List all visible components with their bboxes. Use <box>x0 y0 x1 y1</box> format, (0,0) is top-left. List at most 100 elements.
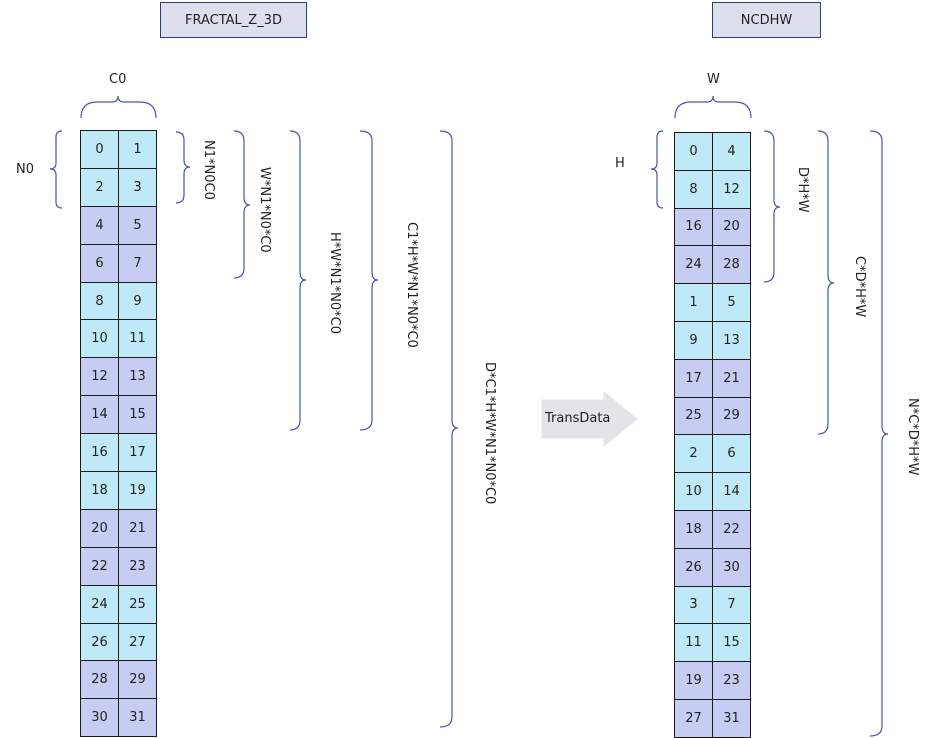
ncdhw-cell: 30 <box>712 547 751 587</box>
ncdhw-title: NCDHW <box>712 2 821 38</box>
fractal-z-3d-cell: 17 <box>118 433 157 473</box>
ncdhw-cell: 28 <box>712 245 751 285</box>
fractal-z-3d-cell: 13 <box>118 357 157 397</box>
bracket-ncdhw <box>869 130 889 737</box>
fractal-z-3d-cell: 23 <box>118 546 157 586</box>
ncdhw-cell: 29 <box>712 396 751 436</box>
c0-top-brace <box>80 95 157 119</box>
ncdhw-cell: 0 <box>674 132 713 171</box>
fractal-z-3d-cell: 18 <box>80 471 119 510</box>
ncdhw-cell: 15 <box>712 623 751 663</box>
fractal-z-3d-cell: 9 <box>118 281 157 321</box>
w-label: W <box>707 72 720 87</box>
ncdhw-cell: 13 <box>712 320 751 360</box>
fractal-z-3d-cell: 26 <box>80 622 119 662</box>
fractal-z-3d-cell: 4 <box>80 205 119 245</box>
ncdhw-cell: 27 <box>674 698 713 738</box>
bracket-wn1n0c0 <box>233 130 251 279</box>
ncdhw-cell: 6 <box>712 434 751 474</box>
fractal-z-3d-cell: 19 <box>118 471 157 510</box>
h-label: H <box>615 156 625 171</box>
bracket-n1n0c0 <box>175 131 191 204</box>
fractal-z-3d-cell: 10 <box>80 319 119 359</box>
fractal-z-3d-cell: 12 <box>80 357 119 397</box>
label-c1hwn1n0c0: C1*H*W*N1*N0*C0 <box>404 222 419 348</box>
ncdhw-cell: 20 <box>712 207 751 247</box>
fractal-z-3d-cell: 27 <box>118 622 157 662</box>
label-n1n0c0: N1*N0C0 <box>201 140 216 200</box>
bracket-hwn1n0c0 <box>289 130 307 431</box>
transdata-arrow <box>541 390 638 448</box>
fractal-z-3d-cell: 11 <box>118 319 157 359</box>
bracket-dhw <box>763 130 781 283</box>
ncdhw-cell: 10 <box>674 472 713 511</box>
ncdhw-cell: 5 <box>712 283 751 322</box>
ncdhw-cell: 1 <box>674 283 713 322</box>
fractal-z-3d-cell: 20 <box>80 508 119 548</box>
ncdhw-cell: 4 <box>712 132 751 171</box>
fractal-z-3d-cell: 8 <box>80 281 119 321</box>
ncdhw-cell: 25 <box>674 396 713 436</box>
fractal-z-3d-cell: 25 <box>118 584 157 624</box>
n0-side-brace <box>49 130 63 209</box>
n0-label: N0 <box>16 162 34 177</box>
ncdhw-cell: 12 <box>712 169 751 209</box>
fractal-z-3d-title: FRACTAL_Z_3D <box>160 2 307 38</box>
c0-label: C0 <box>109 72 127 87</box>
ncdhw-cell: 9 <box>674 320 713 360</box>
fractal-z-3d-cell: 0 <box>80 130 119 169</box>
fractal-z-3d-cell: 29 <box>118 660 157 700</box>
fractal-z-3d-cell: 2 <box>80 167 119 207</box>
ncdhw-cell: 23 <box>712 661 751 700</box>
ncdhw-cell: 3 <box>674 585 713 625</box>
fractal-z-3d-cell: 1 <box>118 130 157 169</box>
fractal-z-3d-cell: 31 <box>118 698 157 738</box>
ncdhw-cell: 17 <box>674 358 713 398</box>
ncdhw-cell: 18 <box>674 509 713 549</box>
fractal-z-3d-cell: 28 <box>80 660 119 700</box>
label-cdhw: C*D*H*W <box>852 256 867 318</box>
ncdhw-cell: 7 <box>712 585 751 625</box>
fractal-z-3d-cell: 21 <box>118 508 157 548</box>
ncdhw-cell: 14 <box>712 472 751 511</box>
fractal-z-3d-cell: 5 <box>118 205 157 245</box>
ncdhw-cell: 24 <box>674 245 713 285</box>
bracket-dc1hwn1n0c0 <box>439 130 459 728</box>
label-ncdhw: N*C*D*H*W <box>905 398 920 476</box>
fractal-z-3d-cell: 6 <box>80 243 119 283</box>
fractal-z-3d-cell: 14 <box>80 395 119 435</box>
ncdhw-cell: 8 <box>674 169 713 209</box>
transdata-label: TransData <box>545 411 611 426</box>
label-dc1hwn1n0c0: D*C1*H*W*N1*N0*C0 <box>482 362 497 505</box>
ncdhw-cell: 22 <box>712 509 751 549</box>
ncdhw-cell: 11 <box>674 623 713 663</box>
fractal-z-3d-cell: 24 <box>80 584 119 624</box>
bracket-cdhw <box>817 130 835 435</box>
fractal-z-3d-cell: 7 <box>118 243 157 283</box>
label-dhw: D*H*W <box>795 167 810 213</box>
